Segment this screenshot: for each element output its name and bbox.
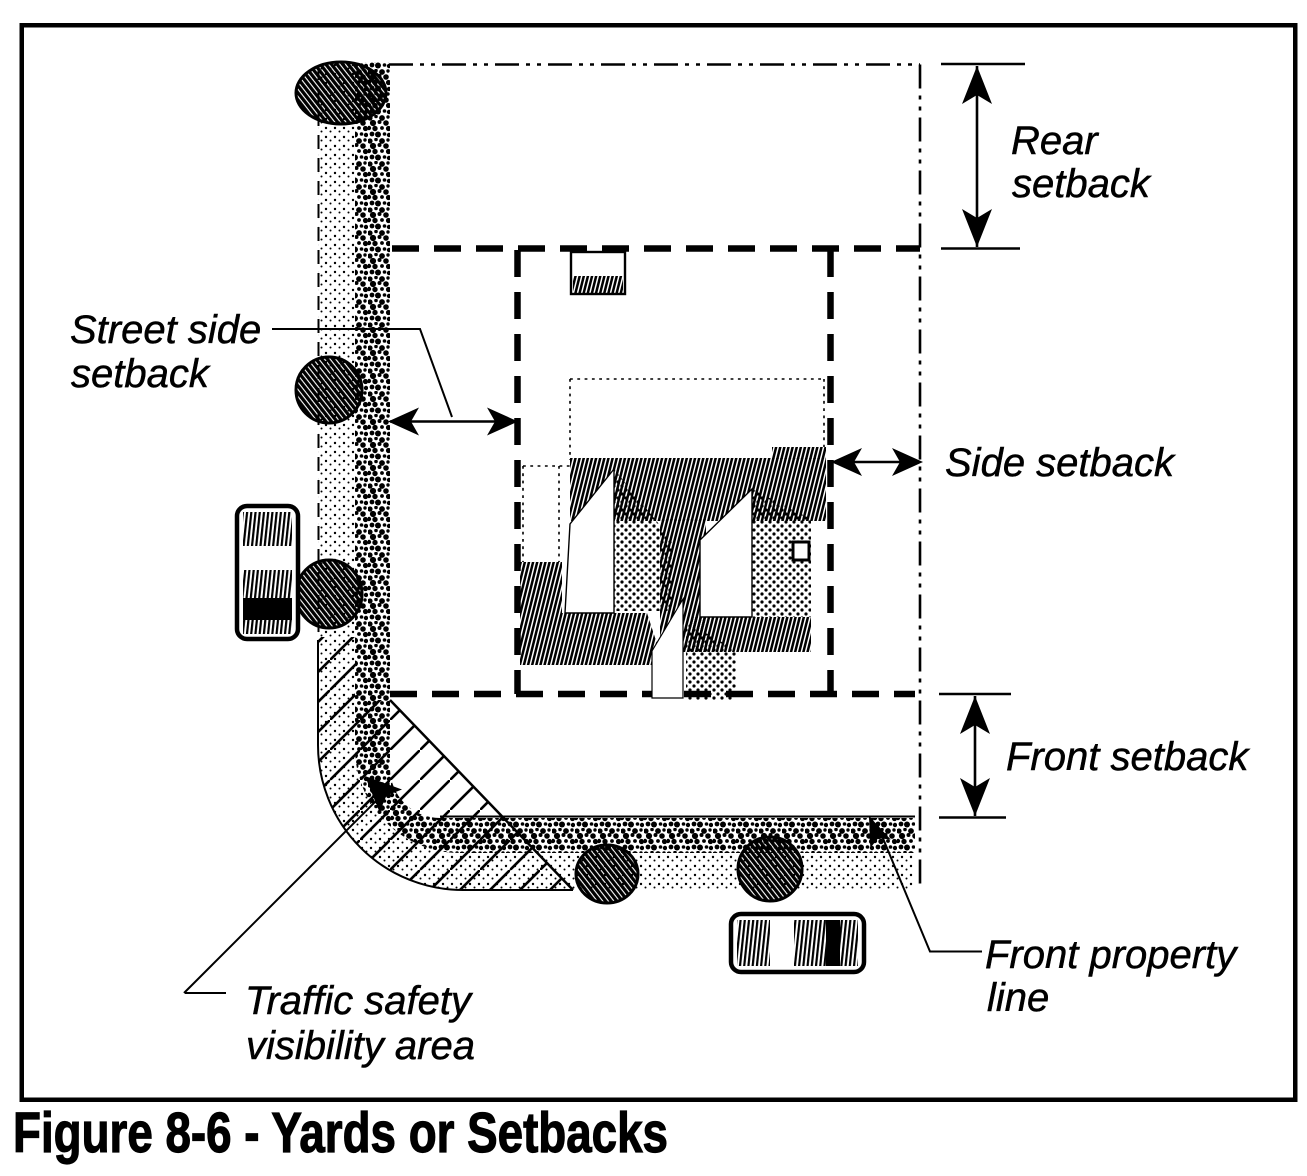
svg-text:Side setback: Side setback — [945, 441, 1176, 485]
svg-text:Figure 8-6 - Yards or Setbacks: Figure 8-6 - Yards or Setbacks — [13, 1101, 668, 1165]
svg-text:Front setback: Front setback — [1006, 735, 1250, 779]
svg-text:Traffic safety: Traffic safety — [245, 979, 474, 1023]
svg-text:Street side: Street side — [70, 308, 261, 352]
svg-text:setback: setback — [71, 352, 211, 396]
svg-text:line: line — [987, 976, 1049, 1020]
svg-text:visibility area: visibility area — [246, 1024, 475, 1068]
svg-text:setback: setback — [1012, 162, 1152, 206]
svg-text:Rear: Rear — [1011, 119, 1099, 163]
svg-text:Front property: Front property — [985, 933, 1239, 977]
